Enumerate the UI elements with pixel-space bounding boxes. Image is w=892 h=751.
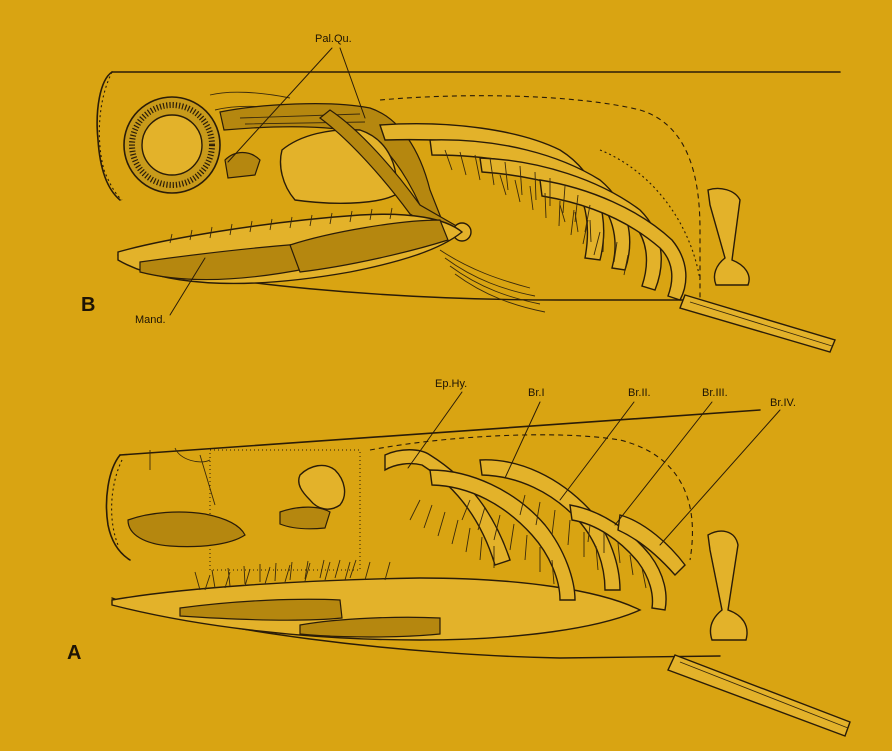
- panel-a-letter: A: [67, 642, 81, 665]
- label-ep-hy: Ep.Hy.: [435, 378, 467, 390]
- label-mand: Mand.: [135, 314, 166, 326]
- panel-a-drawing: [107, 410, 851, 736]
- panel-b-letter: B: [81, 294, 95, 317]
- panel-b-drawing: [97, 72, 840, 352]
- label-br-1: Br.I: [528, 387, 545, 399]
- label-br-2: Br.II.: [628, 387, 651, 399]
- label-pal-qu: Pal.Qu.: [315, 33, 352, 45]
- eye-ring: [124, 97, 220, 193]
- label-br-3: Br.III.: [702, 387, 728, 399]
- label-br-4: Br.IV.: [770, 397, 796, 409]
